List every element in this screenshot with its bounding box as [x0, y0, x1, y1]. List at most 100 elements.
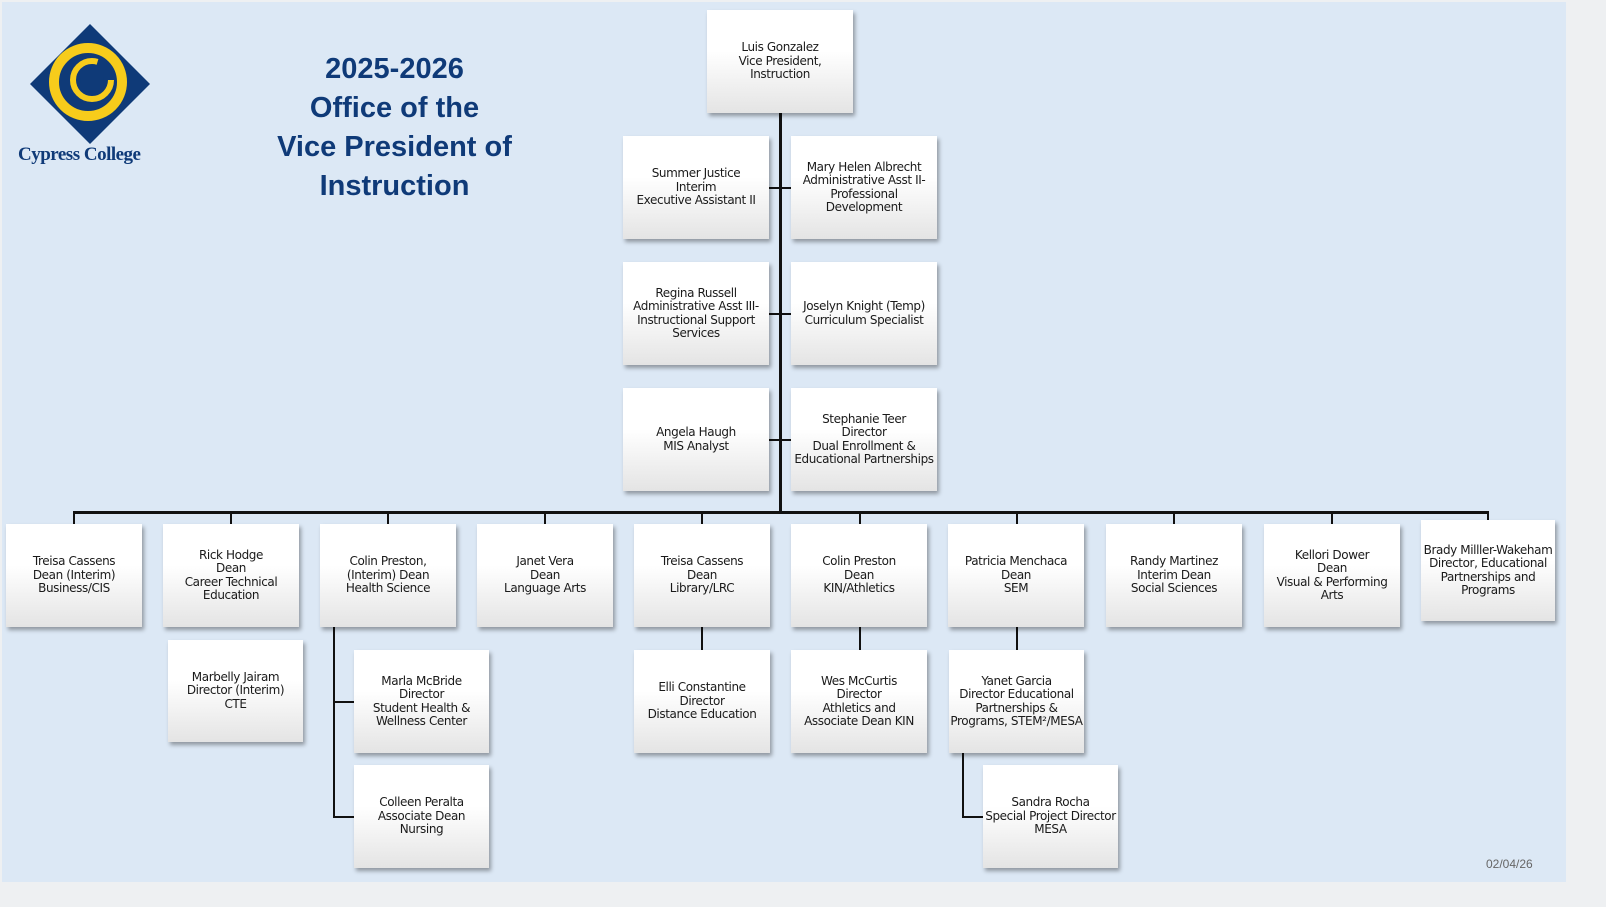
person-name: Colin Preston — [822, 554, 896, 569]
role-line: Director — [398, 687, 444, 701]
connector-line — [962, 753, 964, 817]
role-line: Partnerships and — [1440, 569, 1536, 584]
person-name: Sandra Rocha — [1011, 795, 1090, 810]
person-name: Mary Helen Albrecht — [806, 159, 922, 174]
role-line: Visual & Performing Arts — [1276, 574, 1388, 602]
role-line: CTE — [224, 696, 247, 711]
connector-line — [859, 627, 861, 650]
connector-line — [230, 511, 232, 524]
role-line: Programs, STEM²/MESA — [950, 714, 1083, 728]
title-line: Vice President of — [277, 131, 512, 163]
role-line: (Interim) Dean — [346, 567, 430, 582]
org-box-joselyn: Joselyn Knight (Temp)Curriculum Speciali… — [791, 262, 937, 365]
connector-line — [387, 511, 389, 524]
person-name: Colin Preston, — [349, 554, 427, 569]
role-line: Library/LRC — [669, 581, 735, 596]
connector-line — [1331, 511, 1333, 524]
role-line: Administrative Asst III- — [633, 299, 759, 313]
connector-line — [769, 439, 791, 441]
role-line: Partnerships & — [975, 700, 1058, 715]
role-line: Director — [679, 693, 725, 708]
connector-line — [769, 187, 791, 189]
person-name: Wes McCurtis — [821, 673, 897, 688]
role-line: Interim Dean — [1137, 567, 1211, 582]
connector-line — [1016, 511, 1018, 524]
person-name: Treisa Cassens — [660, 554, 744, 569]
person-name: Patricia Menchaca — [964, 554, 1068, 569]
role-line: Dean — [844, 567, 874, 582]
role-line: Dean — [216, 561, 246, 575]
title-line: Instruction — [319, 170, 470, 202]
person-name: Randy Martinez — [1130, 554, 1218, 569]
cypress-college-logo — [16, 22, 166, 152]
title-line: Office of the — [309, 92, 480, 124]
connector-line — [962, 816, 983, 818]
connector-line — [701, 511, 703, 524]
role-line: Director — [836, 687, 882, 701]
person-name: Treisa Cassens — [32, 554, 116, 569]
connector-line — [73, 511, 1489, 514]
role-line: MIS Analyst — [663, 438, 729, 453]
role-line: Dean — [687, 567, 717, 582]
role-line: Distance Education — [647, 707, 757, 722]
person-name: Kellori Dower — [1294, 547, 1370, 562]
connector-line — [1487, 511, 1489, 520]
role-line: SEM — [1003, 581, 1029, 596]
person-name: Stephanie Teer — [822, 411, 906, 426]
connector-line — [1016, 627, 1018, 650]
role-line: Director, Educational — [1429, 556, 1547, 570]
role-line: MESA — [1034, 822, 1067, 837]
person-name: Summer Justice — [651, 166, 741, 181]
role-line: Dual Enrollment & — [812, 438, 916, 453]
person-name: Janet Vera — [516, 554, 574, 569]
role-line: Special Project Director — [985, 808, 1116, 823]
role-line: Associate Dean KIN — [804, 714, 914, 728]
role-line: Instructional Support — [637, 312, 755, 327]
role-line: Athletics and — [822, 700, 896, 715]
connector-line — [1173, 511, 1175, 524]
role-line: Career Technical — [184, 574, 278, 589]
connector-line — [544, 511, 546, 524]
title-line: 2025-2026 — [325, 53, 464, 85]
person-name: Elli Constantine — [658, 680, 746, 695]
connector-line — [859, 511, 861, 524]
connector-line — [333, 816, 354, 818]
role-line: Director Educational — [959, 687, 1074, 701]
person-name: Joselyn Knight (Temp) — [803, 299, 925, 313]
person-name: Marla McBride — [381, 673, 462, 688]
role-line: Wellness Center — [376, 714, 467, 728]
person-name: Rick Hodge — [198, 547, 264, 562]
role-line: Social Sciences — [1130, 581, 1218, 596]
role-line: Dean — [530, 567, 560, 582]
person-name: Regina Russell — [655, 285, 737, 300]
role-line: Curriculum Specialist — [804, 312, 924, 327]
role-line: Interim — [675, 179, 717, 194]
role-line: Health Science — [345, 581, 431, 596]
date-stamp: 02/04/26 — [1486, 857, 1533, 871]
role-line: Business/CIS — [38, 581, 110, 596]
role-line: Director — [841, 425, 887, 439]
person-name: Angela Haugh — [656, 425, 736, 439]
role-line: Services — [672, 326, 720, 340]
person-name: Brady Milller-Wakeham — [1423, 542, 1553, 557]
role-line: Educational Partnerships — [794, 452, 934, 466]
role-line: Nursing — [399, 822, 444, 837]
